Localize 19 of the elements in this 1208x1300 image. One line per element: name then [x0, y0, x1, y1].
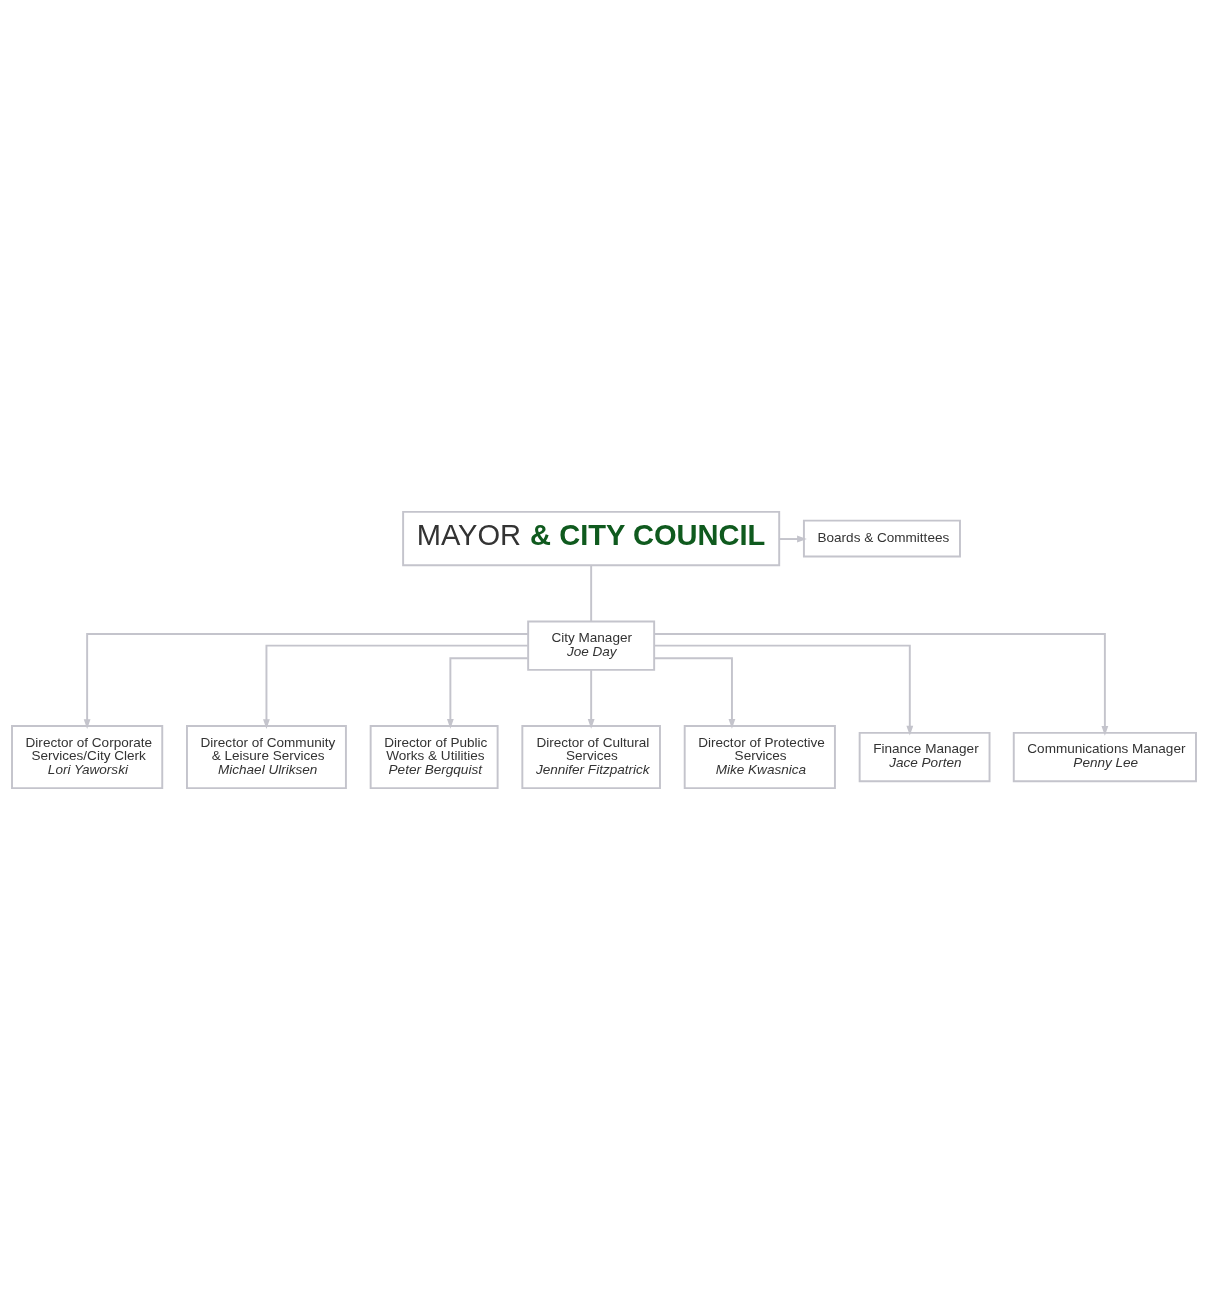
node-box: Boards & Committees — [802, 519, 961, 558]
node-box: Director of Cultural Services Jennifer Fitzpatrick — [521, 725, 661, 790]
arrow — [653, 633, 1109, 736]
arrow — [446, 657, 529, 729]
node-box: Director of Community & Leisure Services Michael Ulriksen — [186, 725, 347, 790]
arrow — [653, 657, 736, 729]
node-box: Communications Manager Penny Lee — [1012, 731, 1197, 783]
node-box: MAYOR & CITY COUNCIL — [402, 510, 781, 567]
arrow — [263, 644, 529, 729]
node-box: Director of Protective Services Mike Kwasnica — [683, 725, 836, 790]
node-box: Finance Manager Jace Porten — [858, 731, 991, 783]
arrow — [653, 644, 914, 736]
connector — [590, 564, 593, 623]
node-box: Director of Public Works & Utilities Peter Bergquist — [369, 725, 499, 790]
node-box: Director of Corporate Services/City Clerk Lori Yaworski — [11, 725, 164, 790]
arrow — [83, 633, 530, 729]
node-box: City Manager Joe Day — [527, 620, 656, 671]
arrow — [778, 535, 807, 543]
arrow — [587, 669, 595, 729]
